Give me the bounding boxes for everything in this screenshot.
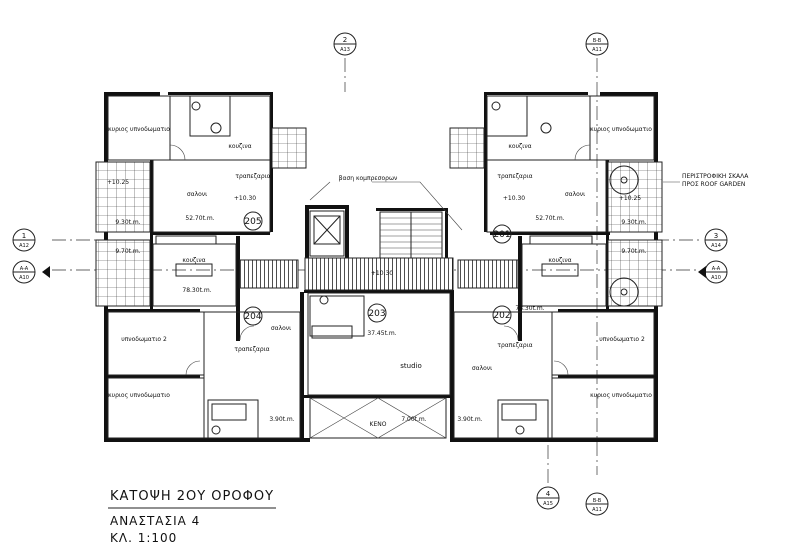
level-mark: +10.25 [107,179,129,186]
unit-number: 202 [493,311,510,321]
room-label: υπνοδωματιο 2 [599,336,645,343]
room-label: τραπεζαρια [497,342,532,349]
area-value: 78.30t.m. [182,287,211,294]
section-aa-left-top: A-A [20,266,29,272]
level-mark: +10.30 [371,270,393,277]
grid-bubble-1-top: 1 [22,232,26,240]
section-aa-right-top: A-A [712,266,721,272]
drawing-title: ΚΑΤΟΨΗ 2ΟΥ ΟΡΟΦΟΥ [110,489,274,504]
room-label: σαλονι [565,191,585,198]
room-label: κουζινα [228,143,251,150]
level-mark: +10.30 [503,195,525,202]
grid-bubble-1-ref: A12 [19,243,29,249]
area-value: 9.30t.m. [621,219,646,226]
annotation-spiral-stair: ΠΕΡΙΣΤΡΟΦΙΚΗ ΣΚΑΛΑ [682,173,749,180]
unit-markers [243,211,512,326]
grid-bubble-4-top: 4 [546,490,551,498]
area-value: 3.90t.m. [269,416,294,423]
grid-bubble-2-top: 2 [343,36,347,44]
annotation-roof-garden: ΠΡΟΣ ROOF GARDEN [682,181,745,188]
room-label: κυριος υπνοδωματιο [108,392,170,399]
grid-bubble-bb2-ref: A11 [592,507,602,513]
drawing-scale: ΚΛ. 1:100 [110,531,177,545]
grid-bubble-bb-ref: A11 [592,47,602,53]
area-value: 37.45t.m. [367,330,396,337]
room-label: τραπεζαρια [235,173,270,180]
area-value: 9.70t.m. [115,248,140,255]
room-label: υπνοδωματιο 2 [121,336,167,343]
room-label: κουζινα [508,143,531,150]
room-label: σαλονι [187,191,207,198]
grid-bubbles [12,32,728,516]
level-mark: +10.25 [619,195,641,202]
unit-number: 203 [368,309,385,319]
grid-bubble-3-ref: A14 [711,243,721,249]
grid-bubble-2-ref: A13 [340,47,350,53]
room-label-studio: studio [400,362,422,370]
room-label: κουζινα [182,257,205,264]
room-label: τραπεζαρια [234,346,269,353]
room-label: τραπεζαρια [497,173,532,180]
level-mark: +10.30 [234,195,256,202]
area-value: 9.70t.m. [621,248,646,255]
section-aa-left-ref: A10 [19,275,29,281]
unit-number: 205 [244,217,261,227]
area-value: 52.70t.m. [185,215,214,222]
room-label-void: ΚΕΝΟ [370,421,387,428]
project-name: ΑΝΑΣΤΑΣΙΑ 4 [110,514,200,528]
annotation-compressor-base: βαση κομπρεσορων [339,175,398,182]
grid-bubble-bb-top: B-B [593,38,602,44]
section-aa-right-ref: A10 [711,275,721,281]
balconies [95,127,663,307]
area-value: 78.30t.m. [515,305,544,312]
grid-bubble-4-ref: A15 [543,501,553,507]
area-value: 9.30t.m. [115,219,140,226]
grid-bubble-3-top: 3 [714,232,718,240]
area-value: 7.00t.m. [401,416,426,423]
room-label: κυριος υπνοδωματιο [590,126,652,133]
room-label: κυριος υπνοδωματιο [590,392,652,399]
room-label: κουζινα [548,257,571,264]
room-label: κυριος υπνοδωματιο [108,126,170,133]
room-label: σαλονι [271,325,291,332]
corridor-hatch [239,257,519,291]
unit-number: 204 [244,312,261,322]
area-value: 3.90t.m. [457,416,482,423]
partitions [107,95,655,439]
room-label: σαλονι [472,365,492,372]
grid-bubble-bb2-top: B-B [593,498,602,504]
area-value: 52.70t.m. [535,215,564,222]
unit-number: 201 [493,230,510,240]
